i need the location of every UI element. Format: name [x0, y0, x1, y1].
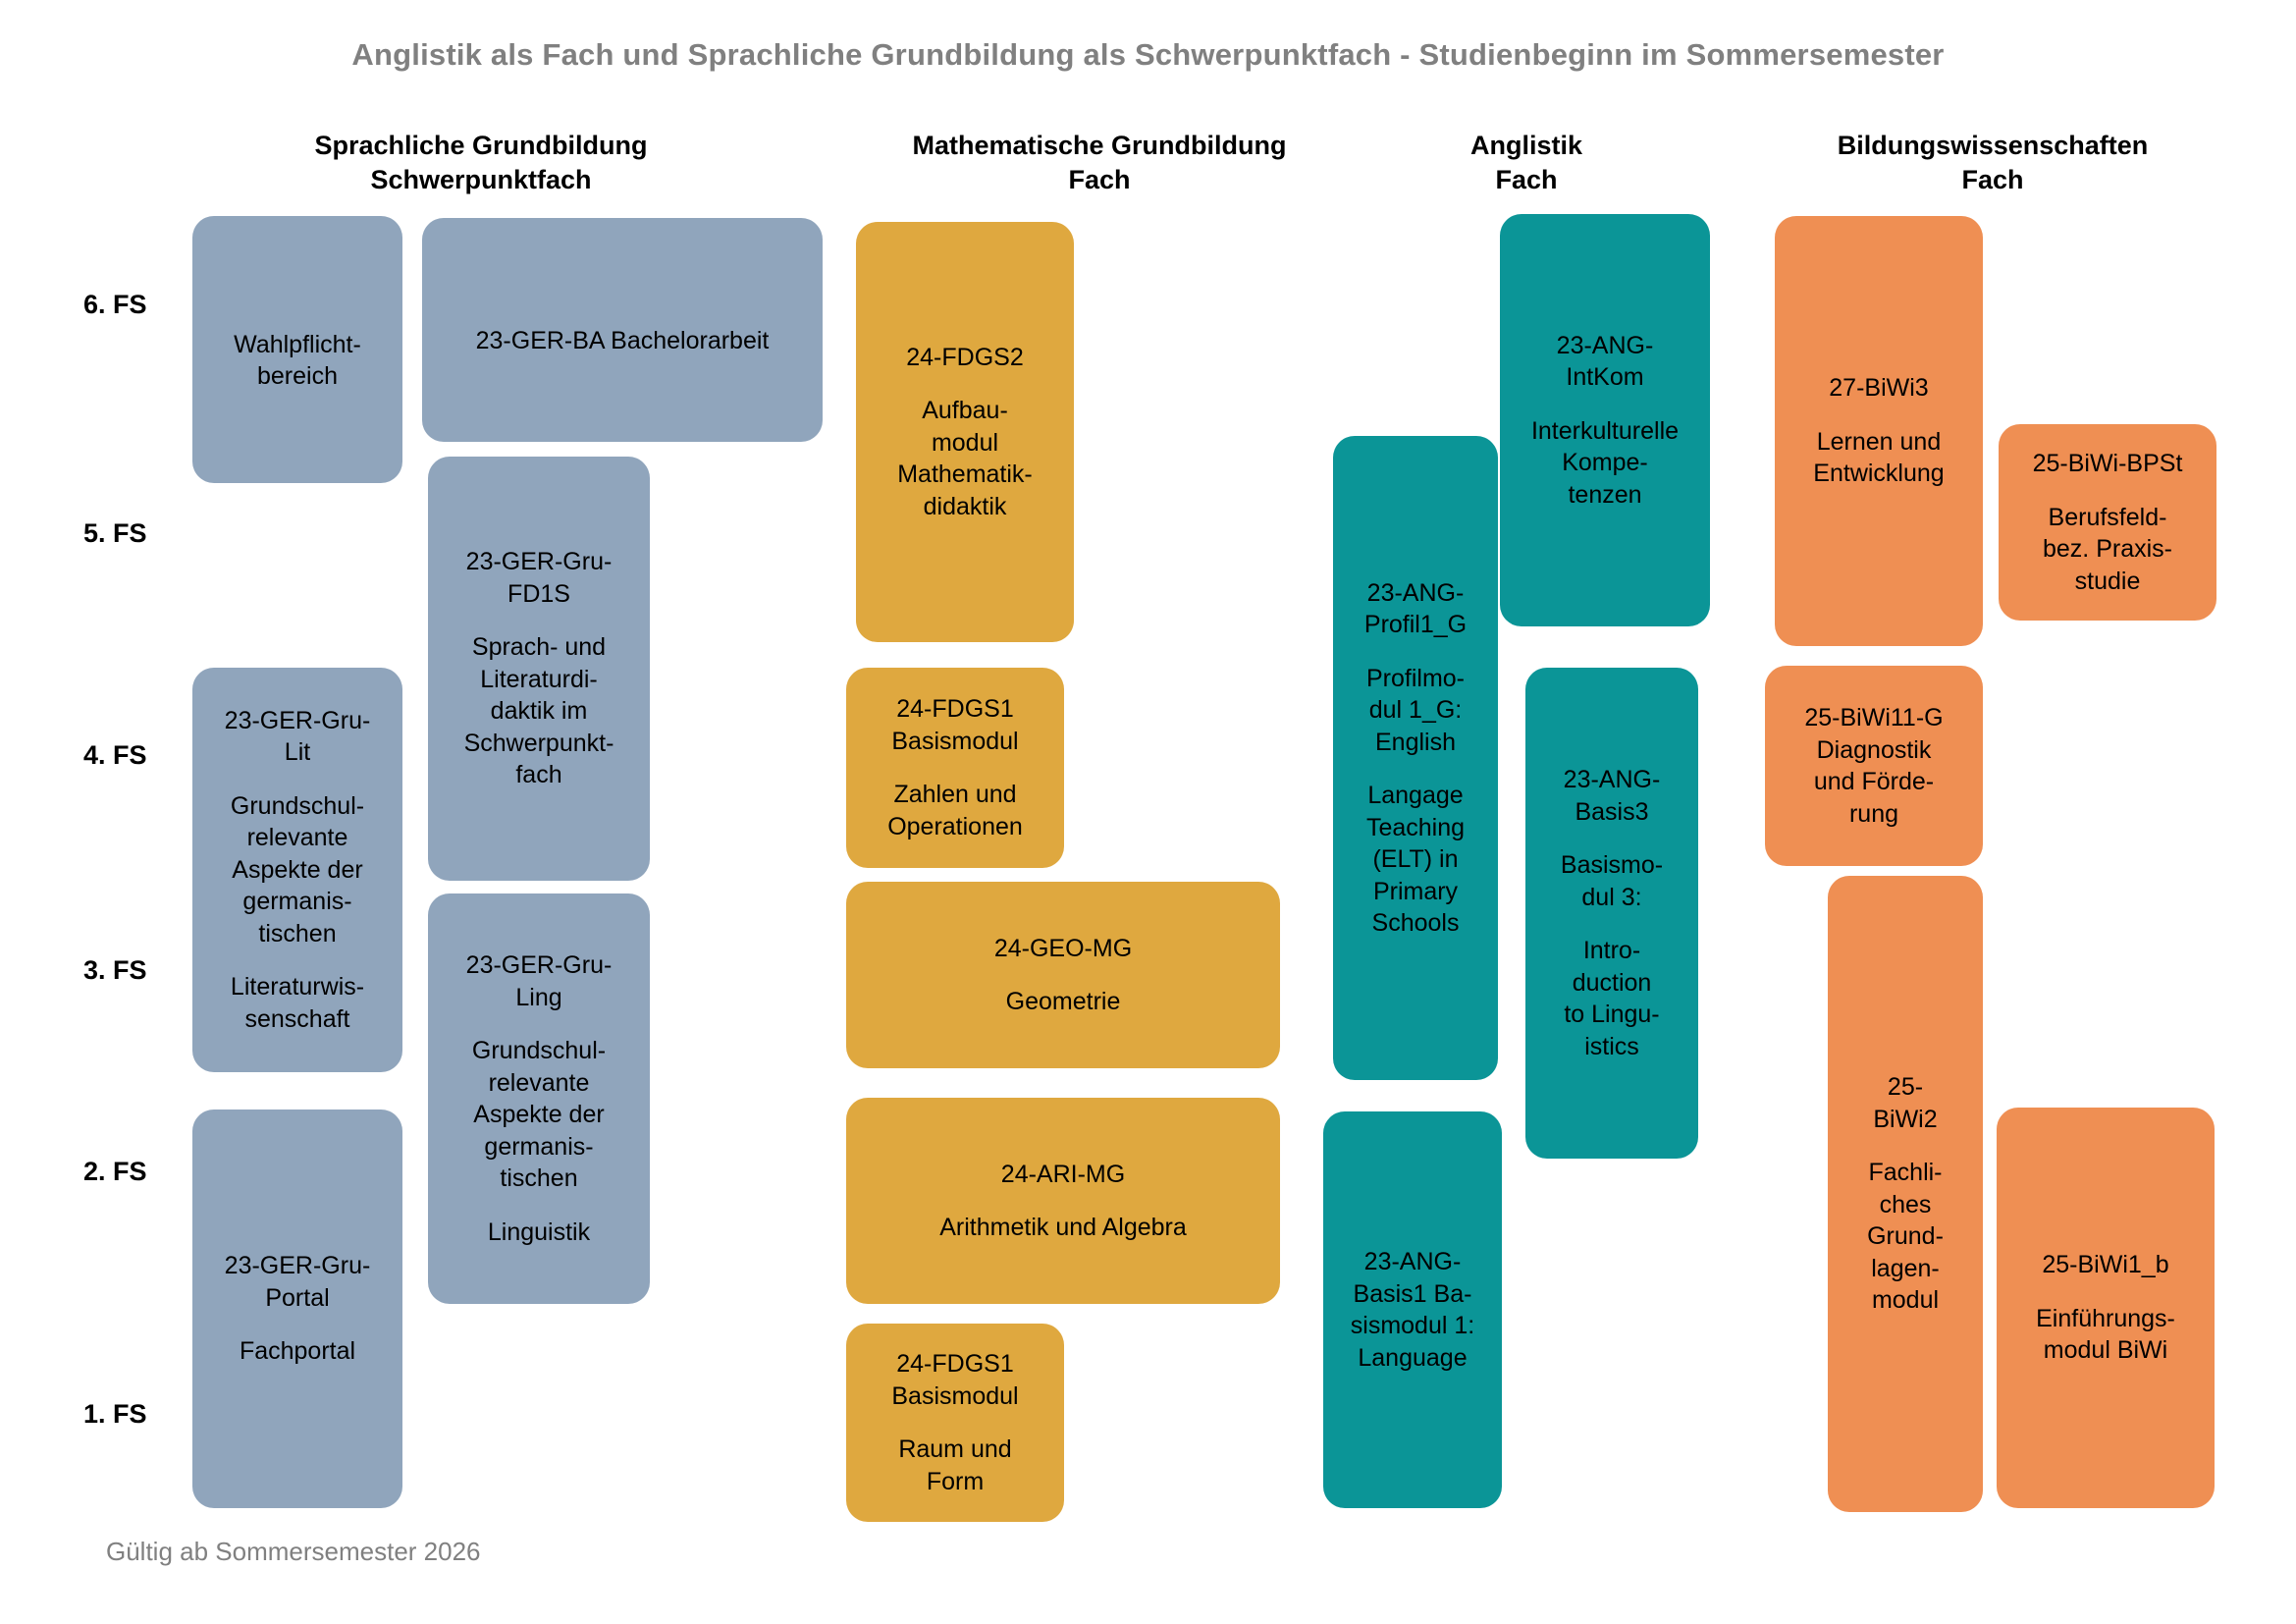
- module-desc: 23-GER-BA Bachelorarbeit: [475, 326, 770, 354]
- column-header-line1: Sprachliche Grundbildung: [314, 131, 648, 160]
- column-header-line2: Schwerpunktfach: [370, 164, 592, 194]
- module-23-ang-basis1[interactable]: 23-ANG-Basis1 Ba-sismodul 1:Language: [1323, 1111, 1502, 1508]
- module-25-biwi-bpst[interactable]: 25-BiWi-BPSt Berufsfeld-bez. Praxis-stud…: [1999, 424, 2216, 621]
- module-25-biwi1-b[interactable]: 25-BiWi1_b Einführungs-modul BiWi: [1997, 1108, 2215, 1508]
- semester-label-4: 4. FS: [83, 740, 147, 770]
- module-code: 23-GER-Gru-Portal: [224, 1252, 371, 1312]
- column-header-anglistik: Anglistik Fach: [1360, 129, 1693, 196]
- module-desc: Arithmetik und Algebra: [939, 1214, 1187, 1241]
- module-desc-2: Literaturwis-senschaft: [230, 973, 365, 1033]
- semester-label-1: 1. FS: [83, 1399, 147, 1429]
- module-desc: Profilmo-dul 1_G:English: [1365, 664, 1465, 756]
- module-23-ger-ba-bachelorarbeit[interactable]: 23-GER-BA Bachelorarbeit: [422, 218, 823, 442]
- semester-label-3: 3. FS: [83, 955, 147, 985]
- module-code: 23-ANG-IntKom: [1556, 331, 1654, 392]
- module-23-ger-gru-portal[interactable]: 23-GER-Gru-Portal Fachportal: [192, 1110, 402, 1508]
- module-code: 23-ANG-Basis1 Ba-sismodul 1:Language: [1350, 1248, 1475, 1372]
- module-24-ari-mg[interactable]: 24-ARI-MG Arithmetik und Algebra: [846, 1098, 1280, 1304]
- module-code: 23-ANG-Profil1_G: [1363, 578, 1468, 639]
- column-header-line1: Mathematische Grundbildung: [912, 131, 1287, 160]
- module-code: 25-BiWi2: [1873, 1073, 1938, 1133]
- module-desc: Berufsfeld-bez. Praxis-studie: [2043, 503, 2172, 595]
- column-header-line2: Fach: [1961, 164, 2024, 194]
- module-wahlpflichtbereich[interactable]: Wahlpflicht-bereich: [192, 216, 402, 483]
- module-desc: Basismo-dul 3:: [1560, 851, 1664, 911]
- column-header-bildungswissenschaften: Bildungswissenschaften Fach: [1747, 129, 2238, 196]
- module-24-geo-mg[interactable]: 24-GEO-MG Geometrie: [846, 882, 1280, 1068]
- module-code: 23-ANG-Basis3: [1563, 766, 1661, 826]
- column-header-sprachliche-grundbildung: Sprachliche Grundbildung Schwerpunktfach: [177, 129, 785, 196]
- module-desc: Geometrie: [1005, 988, 1121, 1015]
- page-title: Anglistik als Fach und Sprachliche Grund…: [351, 37, 1945, 72]
- column-header-line1: Anglistik: [1469, 131, 1582, 160]
- module-code: 23-GER-Gru-FD1S: [465, 548, 613, 608]
- module-desc: Fachportal: [239, 1337, 356, 1366]
- module-code: 25-BiWi1_b: [2042, 1251, 2169, 1279]
- module-code: 24-ARI-MG: [1000, 1160, 1126, 1188]
- module-code: 23-GER-Gru-Ling: [465, 951, 613, 1011]
- column-header-line1: Bildungswissenschaften: [1837, 131, 2149, 160]
- module-code: 25-BiWi-BPSt: [2032, 450, 2183, 477]
- module-code: 23-GER-Gru-Lit: [224, 706, 371, 767]
- module-desc: Einführungs-modul BiWi: [2036, 1304, 2175, 1365]
- module-23-ang-basis3[interactable]: 23-ANG-Basis3 Basismo-dul 3: Intro-ducti…: [1525, 668, 1698, 1159]
- semester-label-6: 6. FS: [83, 290, 147, 319]
- validity-footnote: Gültig ab Sommersemester 2026: [106, 1537, 481, 1566]
- module-code: 27-BiWi3: [1829, 374, 1929, 403]
- module-desc: Wahlpflicht-bereich: [234, 330, 361, 391]
- module-code: 24-GEO-MG: [993, 934, 1133, 962]
- column-header-line2: Fach: [1495, 164, 1558, 194]
- semester-label-2: 2. FS: [83, 1157, 147, 1186]
- module-desc-2: Linguistik: [487, 1218, 591, 1246]
- column-header-line2: Fach: [1068, 164, 1131, 194]
- module-code: 24-FDGS2: [906, 343, 1024, 371]
- module-23-ang-profil1-g[interactable]: 23-ANG-Profil1_G Profilmo-dul 1_G:Englis…: [1333, 436, 1498, 1080]
- semester-label-5: 5. FS: [83, 518, 147, 548]
- column-header-mathematische-grundbildung: Mathematische Grundbildung Fach: [795, 129, 1404, 196]
